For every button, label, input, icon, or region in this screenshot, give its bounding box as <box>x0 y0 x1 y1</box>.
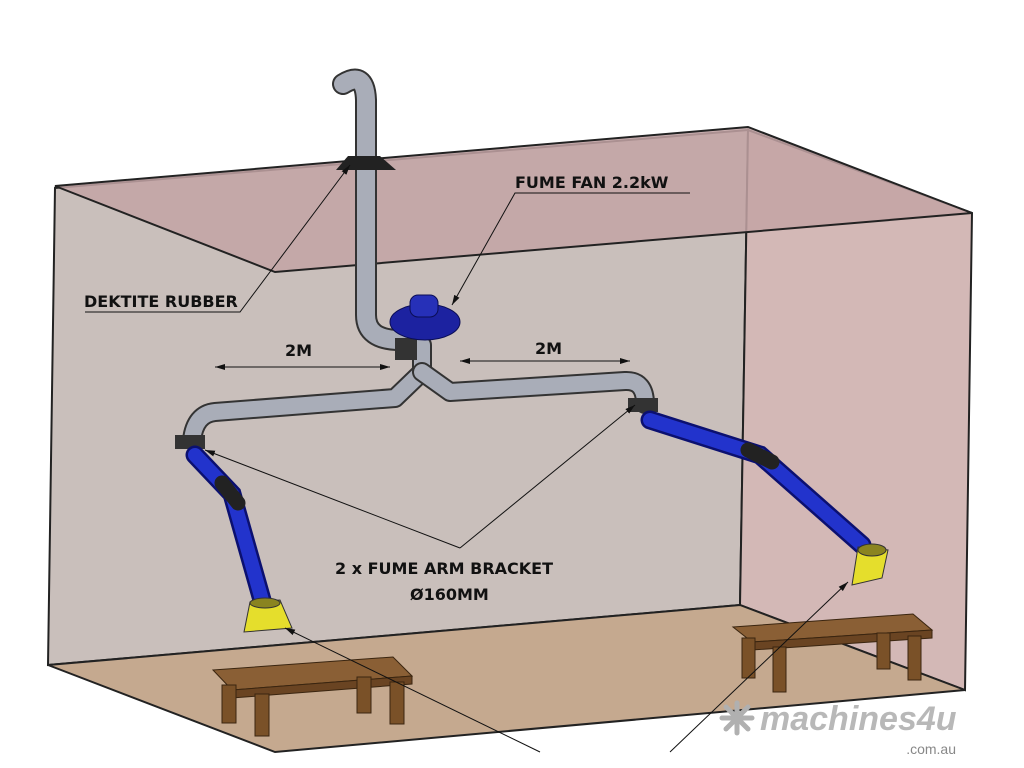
dimension-left-label: 2M <box>285 341 312 360</box>
ducting <box>182 68 655 450</box>
dektite-label: DEKTITE RUBBER <box>84 292 238 311</box>
watermark-brand: machines4u <box>760 700 957 738</box>
hood-right <box>851 543 889 586</box>
watermark-domain: .com.au <box>906 741 956 757</box>
dimension-right-label: 2M <box>535 339 562 358</box>
dektite-flashing <box>336 156 396 170</box>
bracket-label: 2 x FUME ARM BRACKET <box>335 559 553 578</box>
leader-lines <box>85 164 849 753</box>
snowflake-logo-icon <box>719 700 755 736</box>
fume-fan <box>389 294 461 341</box>
fume-arm-right <box>628 398 872 555</box>
diameter-label: Ø160MM <box>410 585 489 604</box>
floor <box>47 603 966 754</box>
ceiling <box>54 125 973 274</box>
fume-fan-label: FUME FAN 2.2kW <box>515 173 669 192</box>
bench-right <box>731 613 934 693</box>
watermark: machines4u .com.au <box>719 700 957 757</box>
fan-bracket <box>395 338 417 360</box>
fume-arm-left <box>175 435 272 610</box>
